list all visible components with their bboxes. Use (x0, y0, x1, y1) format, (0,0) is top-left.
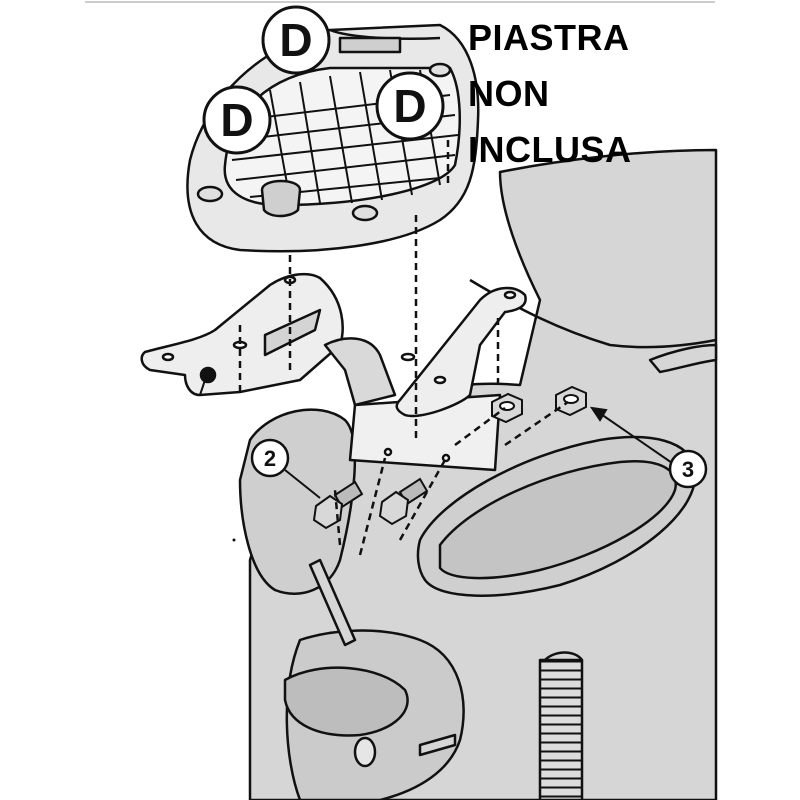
plate-not-included-notice: PIASTRA NON INCLUSA (468, 10, 718, 178)
callout-d-top-label: D (279, 14, 312, 66)
callout-screw: 2 (250, 438, 290, 478)
callout-2-leader (284, 469, 321, 499)
callout-nut: 3 (668, 449, 708, 489)
plate-grid (231, 69, 459, 204)
callout-d-right: D (375, 71, 445, 141)
notice-line-2: NON (468, 73, 550, 114)
callout-d-left: D (202, 85, 272, 155)
rack-bracket (140, 272, 527, 472)
screw-left (312, 480, 364, 530)
callout-d-top: D (261, 5, 331, 75)
callout-d-left-label: D (220, 94, 253, 146)
callout-screw-label: 2 (264, 446, 276, 471)
callout-nut-label: 3 (682, 457, 694, 482)
hardware (312, 385, 587, 530)
assembly-guides (238, 140, 569, 556)
screw-right (378, 477, 429, 526)
notice-line-1: PIASTRA (468, 17, 630, 58)
callout-d-right-label: D (393, 80, 426, 132)
callout-3-leader (589, 406, 676, 466)
notice-line-3: INCLUSA (468, 129, 632, 170)
stray-dot (232, 538, 236, 542)
